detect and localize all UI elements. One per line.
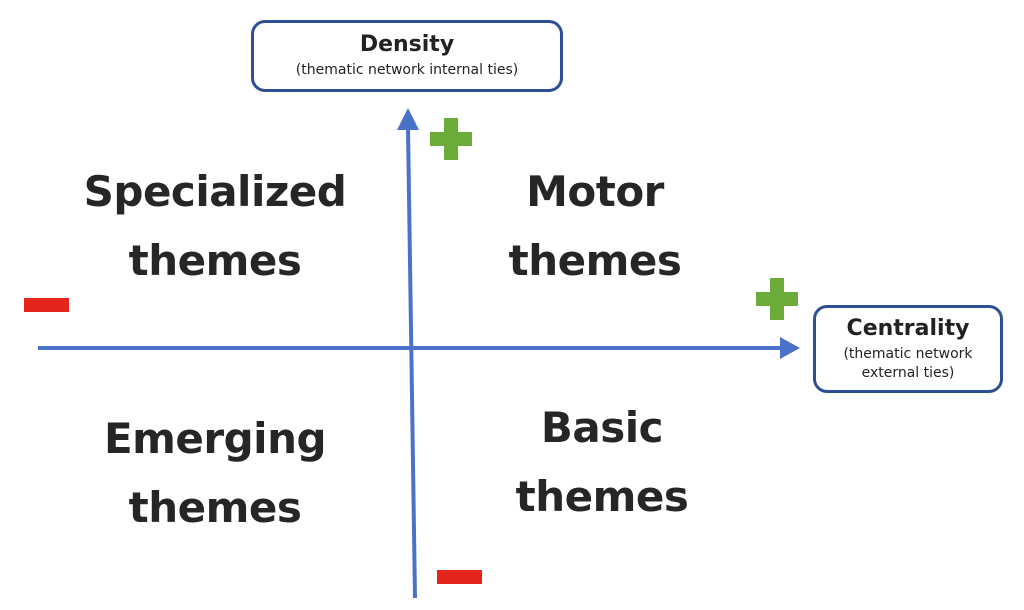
y-axis-line — [406, 127, 417, 599]
quadrant-motor-themes: Motor themes — [455, 157, 735, 295]
minus-icon — [437, 570, 482, 584]
quadrant-specialized-themes: Specialized themes — [50, 157, 380, 295]
quadrant-label-line1: Motor — [526, 167, 664, 216]
centrality-title: Centrality — [846, 316, 970, 341]
arrow-up-icon — [397, 108, 419, 130]
centrality-label-box: Centrality (thematic network external ti… — [813, 305, 1003, 393]
plus-icon — [756, 278, 798, 320]
quadrant-emerging-themes: Emerging themes — [50, 404, 380, 542]
density-subtitle: (thematic network internal ties) — [295, 62, 519, 78]
arrow-right-icon — [780, 337, 800, 359]
density-title: Density — [359, 32, 455, 57]
quadrant-label-line1: Basic — [540, 403, 664, 452]
quadrant-label-line2: themes — [128, 483, 302, 532]
quadrant-label-line2: themes — [508, 236, 682, 285]
quadrant-basic-themes: Basic themes — [462, 393, 742, 531]
plus-icon — [430, 118, 472, 160]
quadrant-label-line1: Specialized — [83, 167, 347, 216]
quadrant-label-line2: themes — [128, 236, 302, 285]
centrality-subtitle: (thematic network external ties) — [843, 346, 973, 381]
quadrant-label-line2: themes — [515, 472, 689, 521]
minus-icon — [24, 298, 69, 312]
density-label-box: Density (thematic network internal ties) — [251, 20, 563, 92]
quadrant-label-line1: Emerging — [103, 414, 327, 463]
